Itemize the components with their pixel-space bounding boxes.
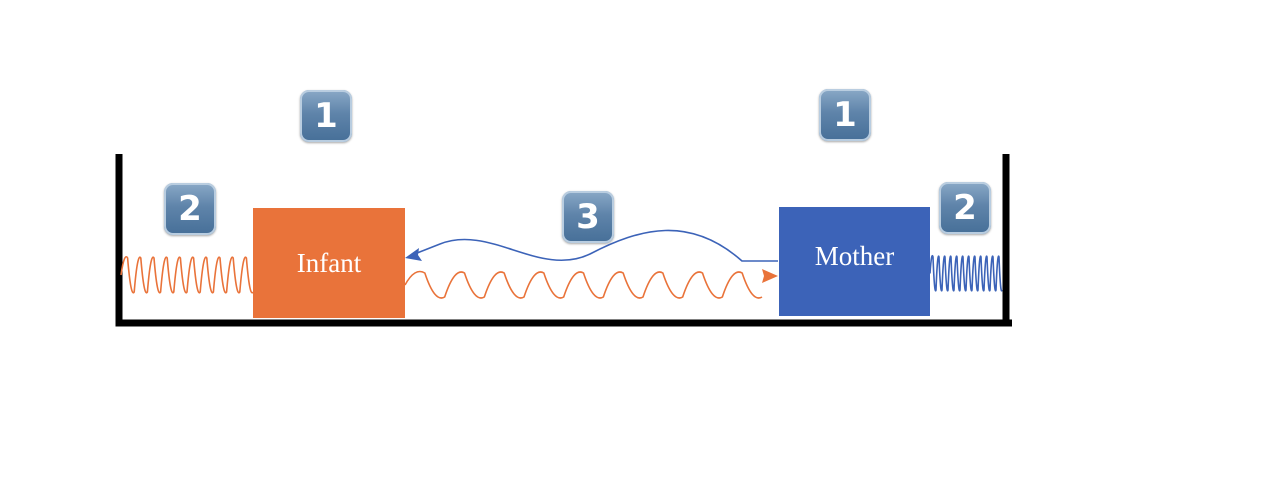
infant-to-mother-arrow [404,270,763,299]
number-badge-icon: 3 [562,191,614,243]
number-badge-icon: 1 [819,89,871,141]
infant-box: Infant [253,208,405,318]
mother-to-infant-arrowhead-icon [405,248,422,261]
container-outline [115,154,1012,327]
infant-label: Infant [296,247,362,278]
mother-box: Mother [779,207,930,316]
infant-to-mother-arrowhead-icon [762,269,778,283]
mother-to-infant-arrow [411,229,778,262]
number-badge-icon: 2 [164,183,216,235]
number-badge-icon: 2 [939,182,991,234]
infant-spring-icon [120,256,254,294]
mother-label: Mother [814,241,895,271]
mother-spring-icon [929,254,1003,292]
number-badge-icon: 1 [300,90,352,142]
